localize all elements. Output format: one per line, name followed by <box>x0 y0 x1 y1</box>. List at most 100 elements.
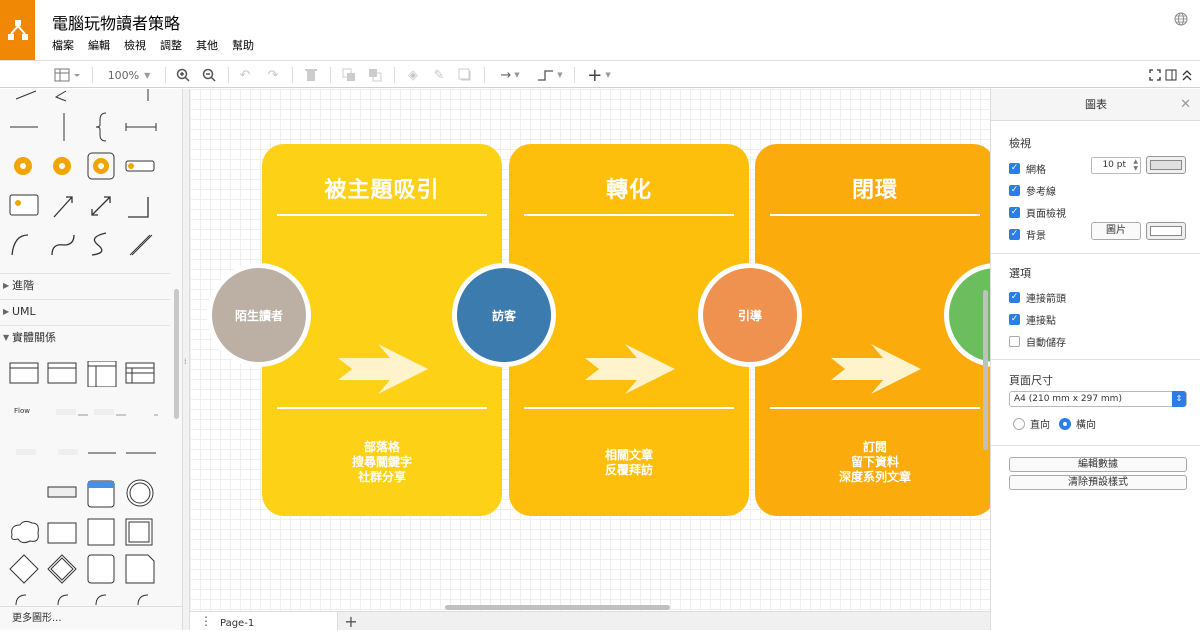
sidebar-toggle-button[interactable] <box>52 65 82 85</box>
connection-points-checkbox[interactable]: ✓ 連接點 <box>1009 314 1056 327</box>
connection-style-button[interactable]: → ▼ <box>494 65 526 85</box>
divider-line <box>770 214 980 216</box>
menu-extras[interactable]: 其他 <box>196 39 218 52</box>
canvas-horizontal-scrollbar[interactable] <box>445 605 670 610</box>
page-menu-icon[interactable]: ⋮ <box>200 614 212 628</box>
pencil-icon: ✎ <box>433 67 445 83</box>
document-title[interactable]: 電腦玩物讀者策略 <box>52 14 181 33</box>
canvas-vertical-scrollbar[interactable] <box>983 290 988 450</box>
shape-row-er-entities[interactable] <box>8 479 168 509</box>
diagram-canvas[interactable]: 被主題吸引 部落格 搜尋關鍵字 社群分享 轉化 相關文章 反覆拜訪 閉環 訂閱 … <box>190 89 990 611</box>
flow-arrow-icon <box>831 344 921 394</box>
page-tab[interactable]: ⋮ Page-1 <box>190 612 338 631</box>
format-panel-toggle[interactable] <box>1164 65 1178 85</box>
format-panel-header: 圖表 ✕ <box>991 89 1200 121</box>
page-size-select[interactable]: A4 (210 mm x 297 mm) ⇕ <box>1009 391 1187 407</box>
landscape-radio[interactable]: 橫向 <box>1059 416 1096 431</box>
checkmark-icon: ✓ <box>1009 292 1020 303</box>
chevron-down-icon: ▼ <box>557 71 563 79</box>
chevron-down-icon: ▼ <box>3 333 10 342</box>
redo-button[interactable]: ↷ <box>264 65 282 85</box>
grid-color-button[interactable] <box>1146 156 1186 174</box>
to-back-button[interactable] <box>366 65 384 85</box>
sidebar-splitter[interactable]: ⁞ <box>183 89 190 630</box>
shape-row-er-relations[interactable] <box>8 445 168 459</box>
grid-checkbox[interactable]: ✓ 網格 <box>1009 163 1046 176</box>
zoom-dropdown[interactable]: 100% ▼ <box>103 65 155 85</box>
grid-size-input[interactable]: 10 pt ▲▼ <box>1091 157 1141 174</box>
toolbar-separator <box>165 67 166 83</box>
to-front-button[interactable] <box>340 65 358 85</box>
insert-button[interactable]: + ▼ <box>584 65 614 86</box>
drag-handle-icon: ⁞ <box>184 357 187 366</box>
options-section-title: 選項 <box>1009 267 1031 280</box>
sidebar-scrollbar[interactable] <box>174 289 179 419</box>
node-guide[interactable]: 引導 <box>698 263 802 367</box>
line-color-button[interactable]: ✎ <box>430 65 448 85</box>
background-checkbox[interactable]: ✓ 背景 <box>1009 229 1046 242</box>
fullscreen-button[interactable] <box>1148 65 1162 85</box>
sidebar-section-er[interactable]: ▼ 實體關係 <box>0 325 170 349</box>
shape-row-er-fields[interactable] <box>50 405 170 419</box>
stage-title: 轉化 <box>605 178 652 203</box>
shadow-icon <box>458 68 471 81</box>
autosave-checkbox[interactable]: 自動儲存 <box>1009 334 1066 349</box>
menu-file[interactable]: 檔案 <box>52 39 74 52</box>
close-icon[interactable]: ✕ <box>1180 97 1191 112</box>
toolbar-separator <box>574 67 575 83</box>
zoom-in-button[interactable] <box>174 65 192 85</box>
edit-data-button[interactable]: 編輯數據 <box>1009 457 1187 472</box>
unchecked-box-icon <box>1009 336 1020 347</box>
sidebar-section-advanced[interactable]: ▶ 進階 <box>0 273 170 297</box>
shadow-button[interactable] <box>456 65 474 85</box>
node-visitor[interactable]: 訪客 <box>452 263 556 367</box>
stepper-icon[interactable]: ▲▼ <box>1133 158 1138 172</box>
radio-selected-icon <box>1059 417 1071 430</box>
page-view-checkbox[interactable]: ✓ 頁面檢視 <box>1009 207 1066 220</box>
divider-line <box>277 407 487 409</box>
shape-row-er-tables[interactable] <box>8 361 168 387</box>
portrait-radio[interactable]: 直向 <box>1013 416 1050 431</box>
toolbar-separator <box>394 67 395 83</box>
zoom-out-button[interactable] <box>200 65 218 85</box>
node-stranger-reader[interactable]: 陌生讀者 <box>207 263 311 367</box>
chevron-updown-icon: ⇕ <box>1172 391 1186 407</box>
shape-row-connectors[interactable] <box>8 111 168 145</box>
stage-title: 閉環 <box>851 178 898 203</box>
add-page-button[interactable]: + <box>340 612 362 631</box>
shape-row-gears[interactable] <box>8 151 168 181</box>
connection-arrows-checkbox[interactable]: ✓ 連接箭頭 <box>1009 292 1066 305</box>
menu-view[interactable]: 檢視 <box>124 39 146 52</box>
guides-checkbox[interactable]: ✓ 參考線 <box>1009 185 1056 198</box>
shape-flow-label[interactable]: Flow <box>14 407 30 415</box>
more-shapes-link[interactable]: 更多圖形... <box>0 606 182 630</box>
trash-icon <box>305 69 317 81</box>
clear-default-style-button[interactable]: 清除預設樣式 <box>1009 475 1187 490</box>
delete-button[interactable] <box>302 65 320 85</box>
sidebar-section-uml[interactable]: ▶ UML <box>0 299 170 323</box>
divider-line <box>524 407 734 409</box>
diagram-logo-icon <box>7 20 28 40</box>
flow-arrow-icon <box>338 344 428 394</box>
fill-color-button[interactable]: ◈ <box>404 65 422 85</box>
color-swatch <box>1150 160 1182 170</box>
shape-row-arrows[interactable] <box>8 191 168 221</box>
zoom-level: 100% <box>107 68 140 82</box>
menu-edit[interactable]: 編輯 <box>88 39 110 52</box>
waypoint-style-button[interactable]: ▼ <box>534 65 566 85</box>
paint-bucket-icon: ◈ <box>408 67 418 83</box>
collapse-toolbar-button[interactable] <box>1180 65 1194 85</box>
app-logo[interactable] <box>0 0 35 60</box>
panel-divider <box>991 253 1200 254</box>
shape-row-curves[interactable] <box>8 229 168 259</box>
shape-row-lines[interactable] <box>8 89 168 103</box>
background-color-button[interactable] <box>1146 222 1186 240</box>
shape-row-er-lines[interactable] <box>8 591 168 605</box>
menu-arrange[interactable]: 調整 <box>160 39 182 52</box>
background-image-button[interactable]: 圖片 <box>1091 222 1141 240</box>
language-globe-icon[interactable] <box>1174 12 1188 26</box>
shape-row-er-basic[interactable] <box>8 517 168 547</box>
menu-help[interactable]: 幫助 <box>232 39 254 52</box>
undo-button[interactable]: ↶ <box>236 65 254 85</box>
shape-row-er-diamonds[interactable] <box>8 553 168 585</box>
